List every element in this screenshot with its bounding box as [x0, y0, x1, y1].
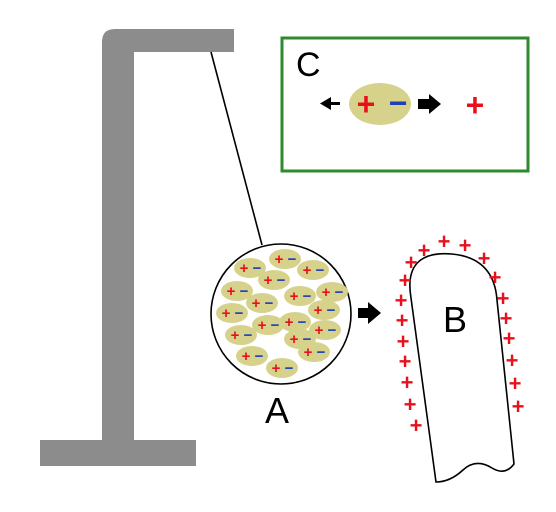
molecule-plus: +: [315, 322, 324, 339]
rod-b: B ++++++++++++++++++++: [395, 229, 525, 483]
induced-plus-charge: +: [503, 326, 516, 351]
induced-plus-charge: +: [489, 265, 502, 290]
induced-plus-charge: +: [396, 308, 409, 333]
molecule-minus: −: [327, 302, 336, 319]
induced-plus-charge: +: [459, 233, 472, 258]
molecule-plus: +: [314, 302, 323, 319]
molecule-minus: −: [235, 305, 244, 322]
polarized-molecule: +−: [252, 315, 284, 335]
molecule-plus: +: [285, 314, 294, 331]
inset-c-label: C: [296, 46, 321, 84]
polarized-molecule: +−: [225, 325, 257, 345]
induced-plus-charge: +: [404, 392, 417, 417]
molecule-plus: +: [258, 317, 267, 334]
induced-plus-charge: +: [401, 370, 414, 395]
induced-plus-charge: +: [509, 371, 522, 396]
molecule-minus: −: [285, 360, 294, 377]
induced-plus-charge: +: [500, 306, 513, 331]
polarized-molecule: +−: [269, 249, 301, 269]
molecule-plus: +: [264, 272, 273, 289]
rod-b-label: B: [443, 299, 467, 340]
sphere-a: +−+−+−+−+−+−+−+−+−+−+−+−+−+−+−+−+−+− A: [210, 243, 352, 431]
induced-plus-charge: +: [399, 349, 412, 374]
induced-plus-charge: +: [418, 238, 431, 263]
inset-dipole-molecule: + −: [349, 83, 411, 125]
inset-c: C + − +: [280, 36, 530, 173]
molecule-minus: −: [316, 262, 325, 279]
molecule-minus: −: [335, 284, 344, 301]
rod-b-charges: ++++++++++++++++++++: [395, 229, 525, 438]
induced-plus-charge: +: [506, 348, 519, 373]
induced-plus-charge: +: [410, 413, 423, 438]
molecule-minus: −: [288, 251, 297, 268]
polarized-molecule: +−: [298, 342, 330, 362]
inset-external-plus: +: [466, 87, 485, 123]
induced-plus-charge: +: [395, 288, 408, 313]
polarized-molecule: +−: [266, 358, 298, 378]
molecule-plus: +: [322, 284, 331, 301]
polarized-molecule: +−: [279, 312, 311, 332]
stand-base: [40, 440, 196, 466]
arrow-right-icon: [358, 302, 381, 324]
polarized-molecule: +−: [246, 293, 278, 313]
molecule-minus: −: [255, 348, 264, 365]
molecule-minus: −: [271, 317, 280, 334]
molecule-plus: +: [275, 251, 284, 268]
polarized-molecule: +−: [216, 303, 248, 323]
induced-plus-charge: +: [399, 268, 412, 293]
molecule-minus: −: [277, 272, 286, 289]
induced-plus-charge: +: [512, 394, 525, 419]
induced-plus-charge: +: [405, 250, 418, 275]
molecule-plus: +: [272, 360, 281, 377]
stand: [40, 29, 234, 466]
molecule-plus: +: [290, 288, 299, 305]
polarized-molecule: +−: [236, 346, 268, 366]
molecule-plus: +: [231, 327, 240, 344]
molecule-minus: −: [298, 314, 307, 331]
sphere-a-molecules: +−+−+−+−+−+−+−+−+−+−+−+−+−+−+−+−+−+−: [216, 249, 348, 378]
molecule-minus: −: [303, 331, 312, 348]
molecule-minus: −: [240, 283, 249, 300]
molecule-minus: −: [244, 327, 253, 344]
molecule-plus: +: [240, 260, 249, 277]
polarized-molecule: +−: [221, 281, 253, 301]
polarized-molecule: +−: [316, 282, 348, 302]
molecule-minus: −: [253, 260, 262, 277]
polarized-molecule: +−: [284, 286, 316, 306]
inset-dipole-plus: +: [357, 86, 376, 122]
molecule-plus: +: [242, 348, 251, 365]
sphere-a-label: A: [265, 390, 289, 431]
polarized-molecule: +−: [258, 270, 290, 290]
inset-dipole-minus: −: [389, 85, 408, 121]
induced-plus-charge: +: [478, 246, 491, 271]
molecule-plus: +: [290, 331, 299, 348]
molecule-minus: −: [303, 288, 312, 305]
molecule-minus: −: [265, 295, 274, 312]
polarized-molecule: +−: [308, 300, 340, 320]
rod-b-outline: [409, 252, 515, 483]
polarized-molecule: +−: [297, 260, 329, 280]
induced-plus-charge: +: [397, 329, 410, 354]
molecule-plus: +: [222, 305, 231, 322]
molecule-plus: +: [304, 344, 313, 361]
stand-post: [102, 29, 234, 452]
molecule-plus: +: [227, 283, 236, 300]
molecule-minus: −: [328, 322, 337, 339]
molecule-minus: −: [317, 344, 326, 361]
induced-plus-charge: +: [438, 229, 451, 254]
molecule-plus: +: [303, 262, 312, 279]
suspension-thread: [210, 51, 263, 246]
arrow-left-icon: [320, 97, 340, 110]
induced-plus-charge: +: [497, 286, 510, 311]
molecule-plus: +: [252, 295, 261, 312]
polarized-molecule: +−: [234, 258, 266, 278]
polarized-molecule: +−: [309, 320, 341, 340]
arrow-right-icon: [418, 94, 441, 114]
